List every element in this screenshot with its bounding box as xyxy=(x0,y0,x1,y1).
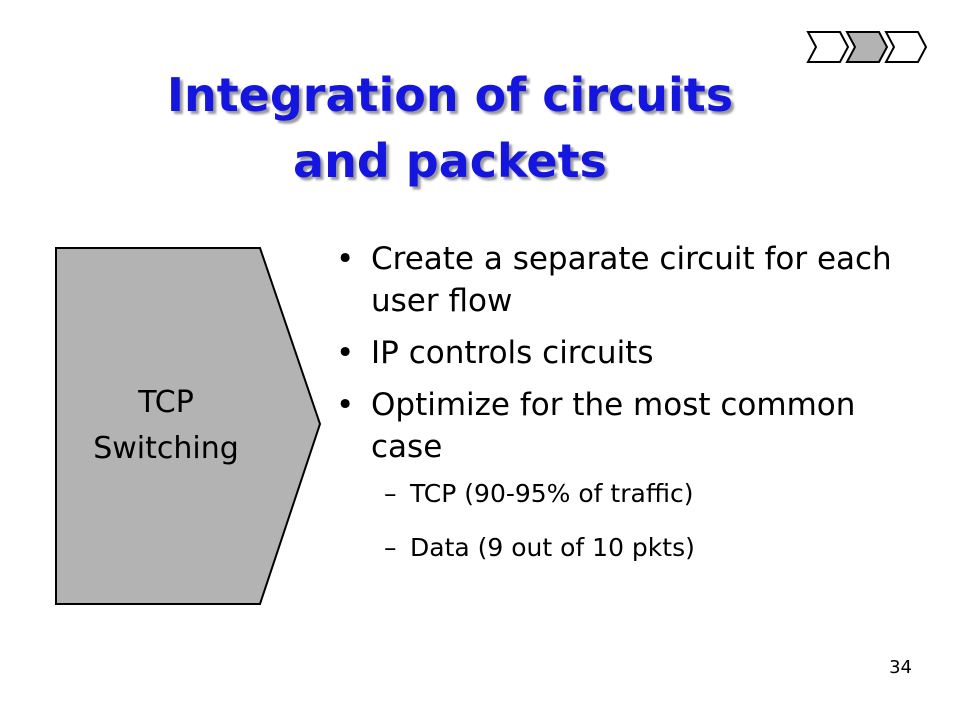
sub-bullet-item: – Data (9 out of 10 pkts) xyxy=(336,532,916,564)
sub-bullet-item: – TCP (90-95% of traffic) xyxy=(336,478,916,510)
nav-chevrons-icon[interactable] xyxy=(806,30,932,64)
bullet-item: • Optimize for the most common case xyxy=(336,384,916,468)
nav-home-chevron[interactable] xyxy=(845,31,889,63)
shape-label-line1: TCP xyxy=(138,385,194,420)
tcp-switching-shape xyxy=(55,247,322,605)
sub-bullet-dash-icon: – xyxy=(384,479,397,508)
sub-bullet-dash-icon: – xyxy=(384,533,397,562)
bullet-dot-icon: • xyxy=(336,241,355,277)
bullet-list: • Create a separate circuit for each use… xyxy=(336,238,916,586)
sub-bullet-text: Data (9 out of 10 pkts) xyxy=(410,533,695,562)
bullet-text: Optimize for the most common case xyxy=(371,387,856,465)
shape-label-line2: Switching xyxy=(93,431,239,466)
page-number: 34 xyxy=(889,657,912,678)
sub-bullet-text: TCP (90-95% of traffic) xyxy=(410,479,694,508)
bullet-item: • IP controls circuits xyxy=(336,332,916,374)
slide-title-line2: and packets xyxy=(293,134,607,188)
nav-forward-chevron[interactable] xyxy=(884,31,928,63)
slide-title: Integration of circuits and packets xyxy=(80,62,820,194)
bullet-text: Create a separate circuit for each user … xyxy=(371,241,892,319)
slide-title-line1: Integration of circuits xyxy=(166,68,734,122)
bullet-text: IP controls circuits xyxy=(371,335,654,371)
bullet-item: • Create a separate circuit for each use… xyxy=(336,238,916,322)
nav-back-chevron[interactable] xyxy=(806,31,850,63)
tcp-switching-label: TCP Switching xyxy=(56,380,276,472)
bullet-dot-icon: • xyxy=(336,387,355,423)
bullet-dot-icon: • xyxy=(336,335,355,371)
